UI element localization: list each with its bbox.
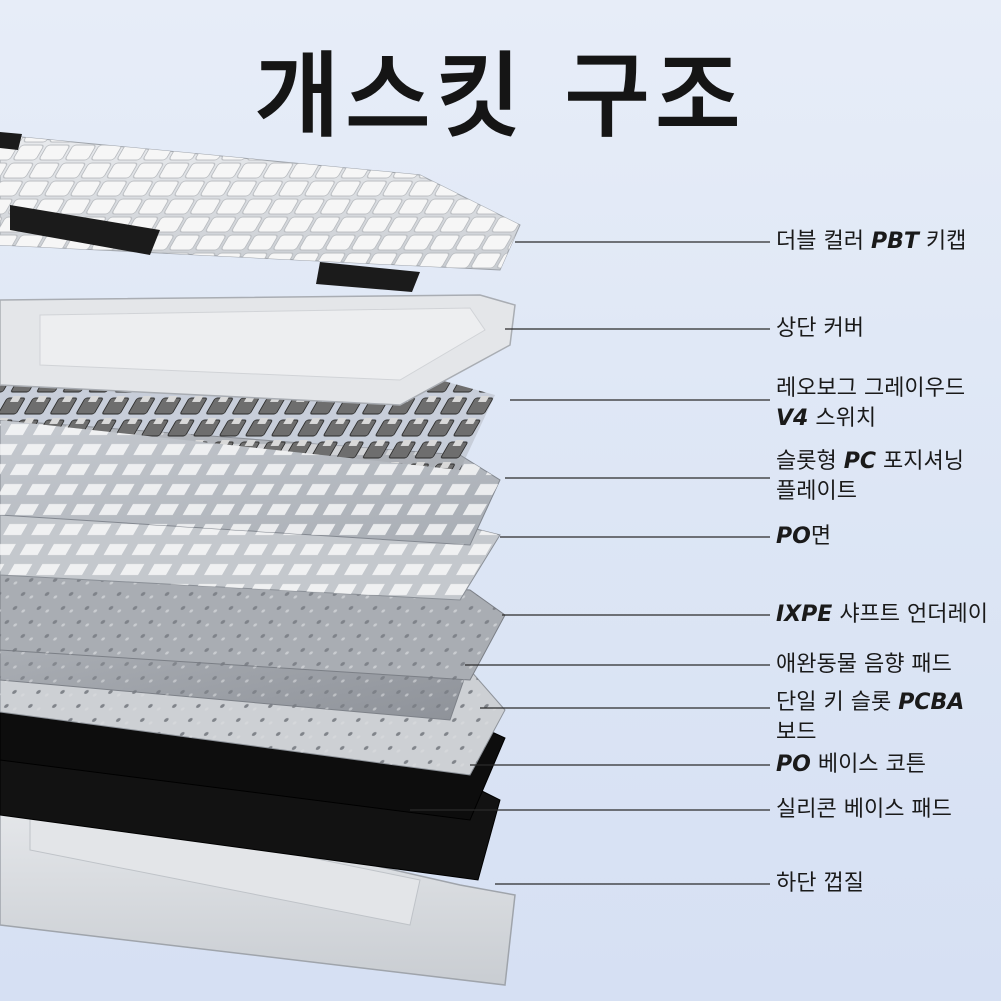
label-text: 스위치 [815, 406, 877, 431]
label-text: 레오보그 그레이우드 [776, 376, 966, 401]
label-text: 애완동물 음향 패드 [776, 652, 952, 677]
leader-lines [410, 241, 770, 885]
label-top-cover: 상단 커버 [776, 314, 864, 344]
label-text: 더블 컬러 [776, 229, 864, 254]
label-pcba: 단일 키 슬롯 PCBA 보드 [776, 688, 964, 748]
label-text: 실리콘 베이스 패드 [776, 797, 952, 822]
label-po-foam: PO면 [776, 522, 831, 552]
label-ixpe: IXPE 샤프트 언더레이 [776, 600, 988, 630]
top-cover-layer [0, 294, 516, 406]
label-text: 슬롯형 [776, 449, 837, 474]
label-pc-plate: 슬롯형 PC 포지셔닝 플레이트 [776, 447, 964, 507]
label-text: 상단 커버 [776, 316, 864, 341]
label-bottom-shell: 하단 껍질 [776, 869, 864, 899]
label-text: 하단 껍질 [776, 871, 864, 896]
label-silicone-pad: 실리콘 베이스 패드 [776, 795, 952, 825]
label-acoustic-pad: 애완동물 음향 패드 [776, 650, 952, 680]
label-bold: PO [776, 524, 811, 549]
label-keycaps: 더블 컬러 PBT 키캡 [776, 227, 966, 257]
label-bold: PO [776, 752, 811, 777]
label-bold: PC [843, 449, 877, 474]
label-text: 보드 [776, 720, 817, 745]
label-text: 샤프트 언더레이 [839, 602, 988, 627]
label-base-cotton: PO 베이스 코튼 [776, 750, 926, 780]
label-text: 포지셔닝 [883, 449, 964, 474]
label-bold: PCBA [898, 690, 965, 715]
label-text: 키캡 [925, 229, 967, 254]
label-switches: 레오보그 그레이우드 V4 스위치 [776, 374, 965, 434]
label-bold: V4 [776, 406, 809, 431]
label-text: 단일 키 슬롯 [776, 690, 892, 715]
page-title: 개스킷 구조 [254, 43, 747, 150]
keycaps-layer [0, 132, 521, 292]
label-text: 면 [810, 524, 832, 549]
label-bold: PBT [870, 229, 919, 254]
label-text: 플레이트 [776, 479, 857, 504]
label-bold: IXPE [776, 602, 833, 627]
label-text: 베이스 코튼 [817, 752, 927, 777]
